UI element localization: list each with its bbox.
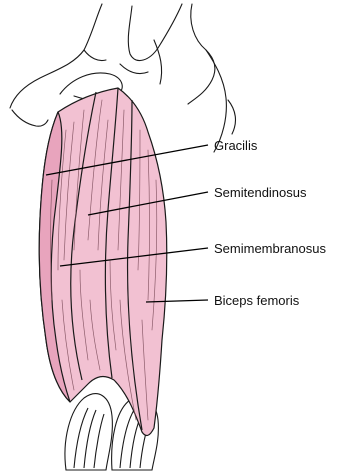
label-semitendinosus: Semitendinosus [214,186,307,199]
label-semimembranosus: Semimembranosus [214,242,326,255]
label-biceps-femoris: Biceps femoris [214,294,299,307]
label-gracilis: Gracilis [214,139,257,152]
